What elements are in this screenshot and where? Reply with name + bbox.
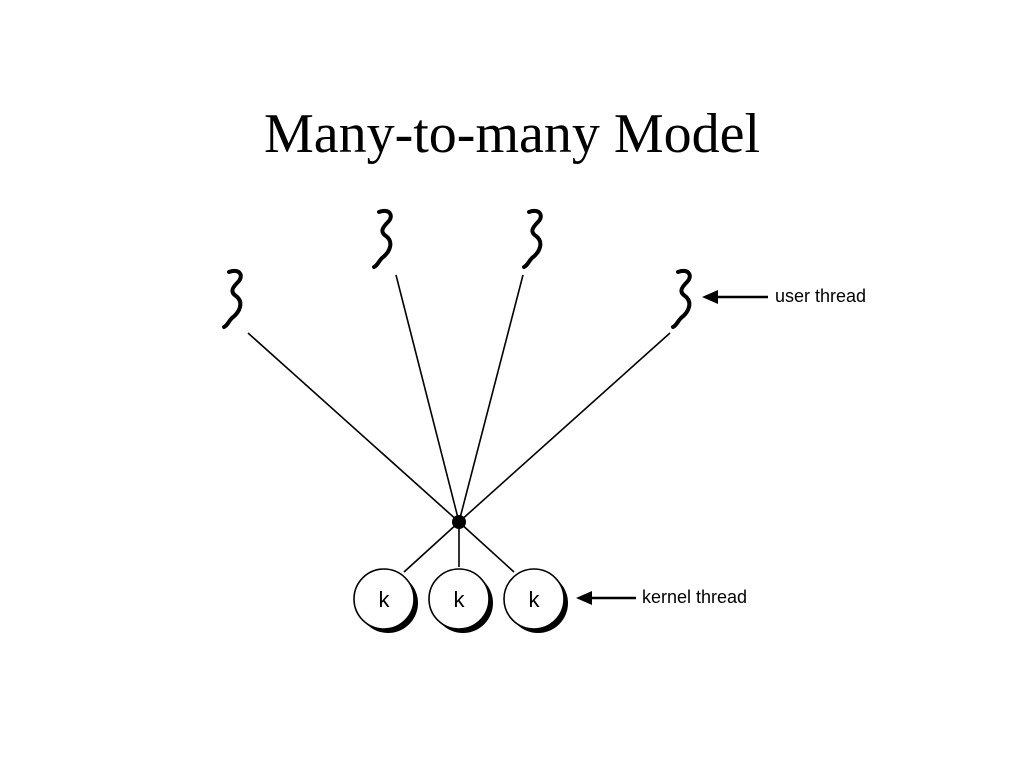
kernel-thread-2: k (428, 568, 493, 633)
arrowhead-icon (576, 591, 592, 605)
kernel-thread-circle (428, 568, 490, 630)
thread-squiggle-icon (522, 209, 543, 269)
kernel-thread-circle (353, 568, 415, 630)
connection-line-1 (247, 332, 460, 523)
user-threads (222, 209, 692, 329)
kernel-connection-line-1 (403, 521, 460, 573)
kernel-thread-label: k (529, 587, 541, 612)
slide-title: Many-to-many Model (263, 103, 761, 165)
kernel-connection-line-3 (458, 521, 515, 573)
kernel-thread-label-text: kernel thread (642, 587, 747, 607)
kernel-thread-connections (403, 521, 515, 573)
kernel-thread-label: k (454, 587, 466, 612)
kernel-thread-3: k (503, 568, 568, 633)
thread-squiggle-icon (671, 269, 692, 329)
connection-line-4 (458, 332, 671, 523)
user-thread-pointer: user thread (702, 286, 866, 306)
kernel-thread-pointer: kernel thread (576, 587, 747, 607)
kernel-thread-label: k (379, 587, 391, 612)
user-thread-connections (247, 274, 671, 523)
connection-line-3 (458, 274, 524, 523)
thread-squiggle-icon (372, 209, 393, 269)
junction-dot-icon (452, 515, 466, 529)
thread-squiggle-icon (222, 269, 243, 329)
kernel-thread-1: k (353, 568, 418, 633)
user-thread-label: user thread (775, 286, 866, 306)
arrowhead-icon (702, 290, 718, 304)
connection-line-2 (395, 274, 460, 523)
kernel-thread-circle (503, 568, 565, 630)
